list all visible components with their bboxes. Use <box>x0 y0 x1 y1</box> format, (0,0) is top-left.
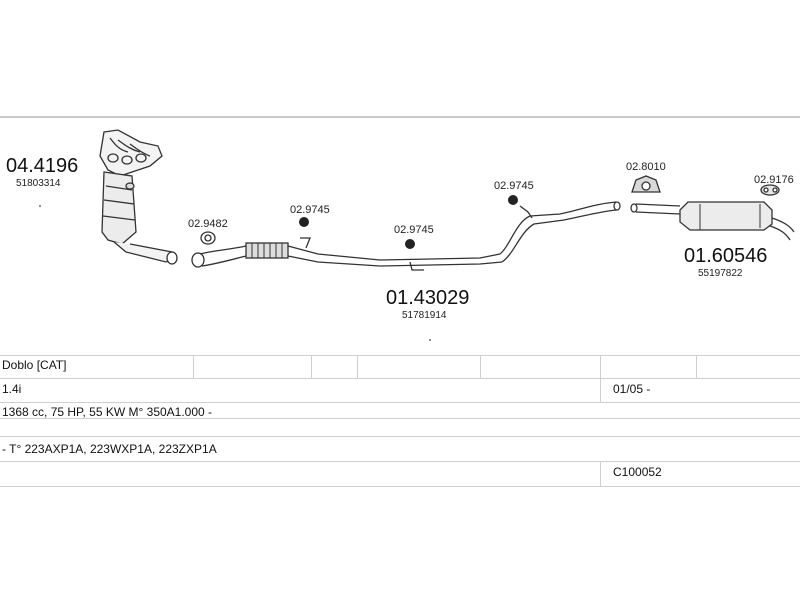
middle-pipe-code: 01.43029 <box>386 287 469 309</box>
clamp-02-9745-c <box>508 195 518 205</box>
clamp-2-code: 02.9745 <box>290 204 330 216</box>
clamp-3-code: 02.9745 <box>394 224 434 236</box>
vehicle-specs: 1368 cc, 75 HP, 55 KW M° 350A1.000 - <box>2 405 213 419</box>
col-divider-1 <box>193 356 194 378</box>
dot-marker-1 <box>39 205 41 207</box>
col-divider-5 <box>600 356 601 402</box>
clamp-02-9745-b <box>405 239 415 249</box>
exhaust-manifold <box>99 129 163 177</box>
vehicle-date-range: 01/05 - <box>613 382 651 396</box>
clamp-5-code: 02.9176 <box>754 174 794 186</box>
top-rule <box>0 116 800 118</box>
rubber-mount-code: 02.8010 <box>626 161 666 173</box>
clamp-4-code: 02.9745 <box>494 180 534 192</box>
col-divider-6 <box>696 356 697 378</box>
table-rule-6 <box>0 461 800 462</box>
vehicle-type-codes: - T° 223AXP1A, 223WXP1A, 223ZXP1A <box>2 442 217 456</box>
dot-marker-2 <box>429 339 431 341</box>
col-divider-2 <box>311 356 312 378</box>
catalog-code: C100052 <box>613 465 662 479</box>
vehicle-engine: 1.4i <box>2 382 22 396</box>
middle-pipe <box>499 201 621 263</box>
rear-silencer-ref: 55197822 <box>698 268 743 279</box>
hanger-hook-1 <box>300 237 311 249</box>
catalytic-converter <box>101 171 178 265</box>
table-rule-5 <box>0 436 800 437</box>
table-rule-7 <box>0 486 800 487</box>
col-divider-3 <box>357 356 358 378</box>
rear-silencer-code: 01.60546 <box>684 245 767 267</box>
clamp-1-code: 02.9482 <box>188 218 228 230</box>
vehicle-model: Doblo [CAT] <box>2 358 67 372</box>
middle-pipe-ref: 51781914 <box>402 310 447 321</box>
front-pipe <box>191 242 503 268</box>
col-divider-7 <box>600 461 601 486</box>
manifold-ref: 51803314 <box>16 178 61 189</box>
hanger-hook-3 <box>519 205 533 219</box>
clamp-02-9745-a <box>299 217 309 227</box>
clamp-02-9176 <box>760 184 780 196</box>
rear-silencer <box>630 201 795 241</box>
table-rule-3 <box>0 402 800 403</box>
hanger-hook-2 <box>409 261 424 271</box>
table-rule-1 <box>0 355 800 356</box>
col-divider-4 <box>480 356 481 378</box>
clamp-02-9482 <box>200 231 216 245</box>
manifold-code: 04.4196 <box>6 155 78 177</box>
rubber-mount-02-8010 <box>631 175 661 193</box>
table-rule-2 <box>0 378 800 379</box>
table-rule-4 <box>0 418 800 419</box>
